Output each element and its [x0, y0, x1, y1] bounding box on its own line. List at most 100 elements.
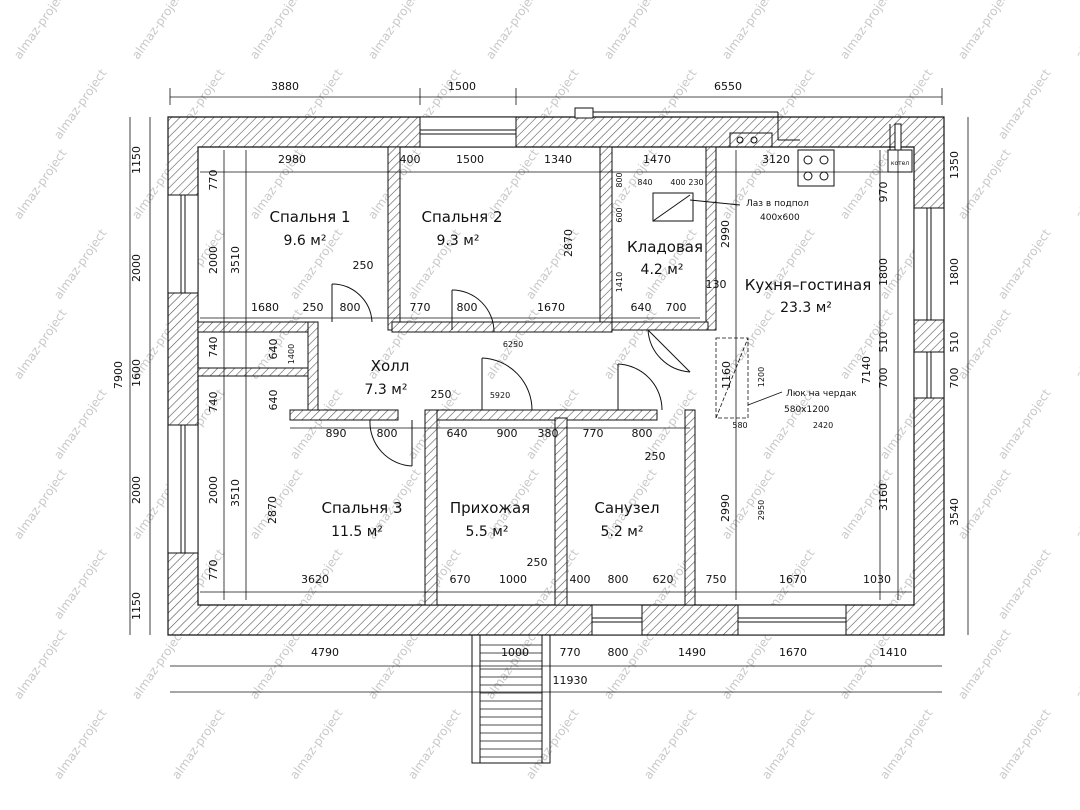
- dimension-label: 800: [457, 301, 478, 314]
- windows: [167, 116, 945, 636]
- stove-icon: [797, 149, 835, 187]
- dimension-label: 3620: [301, 573, 329, 586]
- watermark-text: almaz-project: [995, 226, 1054, 301]
- watermark-text: almaz-project: [1073, 146, 1080, 221]
- watermark-text: almaz-project: [129, 626, 188, 701]
- floor-hatch-icon: [652, 192, 741, 222]
- dimension-label: 2420: [813, 421, 833, 430]
- watermark-text: almaz-project: [365, 0, 424, 62]
- watermark-text: almaz-project: [601, 0, 660, 62]
- dimension-label: 770: [560, 646, 581, 659]
- watermark-text: almaz-project: [1073, 626, 1080, 701]
- dimension-label: 1670: [779, 646, 807, 659]
- attic-hatch-icon: [715, 337, 749, 419]
- dimension-label: 1410: [615, 272, 624, 292]
- room-name-bathroom: Санузел: [594, 499, 659, 517]
- room-name-bedroom-2: Спальня 2: [421, 208, 502, 226]
- room-name-bedroom-3: Спальня 3: [321, 499, 402, 517]
- dimension-label: 750: [706, 573, 727, 586]
- watermark-text: almaz-project: [995, 66, 1054, 141]
- dimension-label: 2870: [266, 496, 279, 524]
- watermark-text: almaz-project: [1073, 466, 1080, 541]
- watermark-text: almaz-project: [877, 706, 936, 781]
- watermark-text: almaz-project: [955, 306, 1014, 381]
- watermark-text: almaz-project: [1073, 306, 1080, 381]
- watermark-text: almaz-project: [405, 706, 464, 781]
- room-area-hall: 7.3 м²: [365, 382, 408, 398]
- watermark-text: almaz-project: [719, 626, 778, 701]
- dimension-label: 3880: [271, 80, 299, 93]
- dimension-label: 5920: [490, 391, 510, 400]
- dimension-label: 7900: [112, 361, 125, 389]
- dimension-label: 800: [632, 427, 653, 440]
- dimension-label: 1800: [948, 258, 961, 286]
- watermark-text: almaz-project: [955, 146, 1014, 221]
- watermark-text: almaz-project: [995, 546, 1054, 621]
- dimension-label: 1160: [720, 361, 733, 389]
- dimension-label: 250: [303, 301, 324, 314]
- dimension-label: 770: [583, 427, 604, 440]
- watermark-text: almaz-project: [11, 0, 70, 62]
- dimension-label: 1350: [948, 151, 961, 179]
- dimension-label: 230: [688, 178, 703, 187]
- floor-hatch-label: Лаз в подпол: [746, 199, 809, 209]
- dimension-label: 2870: [562, 229, 575, 257]
- dimension-label: 2990: [719, 220, 732, 248]
- watermark-text: almaz-project: [483, 0, 542, 62]
- dimension-label: 3160: [877, 483, 890, 511]
- watermark-text: almaz-project: [955, 466, 1014, 541]
- room-area-bedroom-2: 9.3 м²: [437, 233, 480, 249]
- dimension-label: 670: [450, 573, 471, 586]
- dimension-label: 510: [948, 332, 961, 353]
- dimension-label: 800: [377, 427, 398, 440]
- dimension-lines: [129, 88, 969, 693]
- watermark-text: almaz-project: [995, 386, 1054, 461]
- watermark-text: almaz-project: [523, 706, 582, 781]
- watermark-text: almaz-project: [483, 626, 542, 701]
- dimension-label: 1600: [130, 359, 143, 387]
- dimension-label: 7140: [860, 356, 873, 384]
- dimension-label: 1470: [643, 153, 671, 166]
- dimension-label: 640: [631, 301, 652, 314]
- watermark-text: almaz-project: [51, 66, 110, 141]
- dimension-label: 640: [267, 339, 280, 360]
- boiler-label: котел: [891, 160, 909, 167]
- dimension-label: 890: [326, 427, 347, 440]
- dimension-label: 2980: [278, 153, 306, 166]
- dimension-label: 800: [615, 172, 624, 187]
- dimension-label: 400: [670, 178, 685, 187]
- watermark-text: almaz-project: [287, 706, 346, 781]
- dimension-label: 1680: [251, 301, 279, 314]
- dimension-label: 2000: [130, 476, 143, 504]
- dimension-label: 580: [732, 421, 747, 430]
- room-name-bedroom-1: Спальня 1: [269, 208, 350, 226]
- dimension-label: 740: [207, 392, 220, 413]
- dimension-label: 1800: [877, 258, 890, 286]
- attic-hatch-size: 580х1200: [784, 405, 830, 415]
- attic-hatch-label: Люк на чердак: [786, 389, 857, 399]
- dimension-label: 600: [615, 207, 624, 222]
- dimension-label: 11930: [553, 674, 588, 687]
- dimension-label: 770: [410, 301, 431, 314]
- dimension-label: 700: [948, 368, 961, 389]
- dimension-label: 770: [207, 560, 220, 581]
- watermark-text: almaz-project: [51, 226, 110, 301]
- room-area-bathroom: 5.2 м²: [601, 524, 644, 540]
- room-area-kitchen-living: 23.3 м²: [780, 300, 832, 316]
- dimension-label: 1400: [287, 344, 296, 364]
- dimension-label: 1490: [678, 646, 706, 659]
- room-name-storage: Кладовая: [627, 238, 703, 256]
- room-area-bedroom-3: 11.5 м²: [331, 524, 383, 540]
- dimension-label: 3510: [229, 246, 242, 274]
- entrance-stairs: [471, 634, 551, 764]
- dimension-label: 250: [527, 556, 548, 569]
- dimension-label: 510: [877, 332, 890, 353]
- dimension-label: 700: [666, 301, 687, 314]
- dimension-label: 1000: [499, 573, 527, 586]
- dimension-label: 840: [637, 178, 652, 187]
- room-name-entrance: Прихожая: [450, 499, 530, 517]
- dimension-label: 2950: [757, 500, 766, 520]
- dimension-label: 3540: [948, 498, 961, 526]
- dimension-label: 640: [447, 427, 468, 440]
